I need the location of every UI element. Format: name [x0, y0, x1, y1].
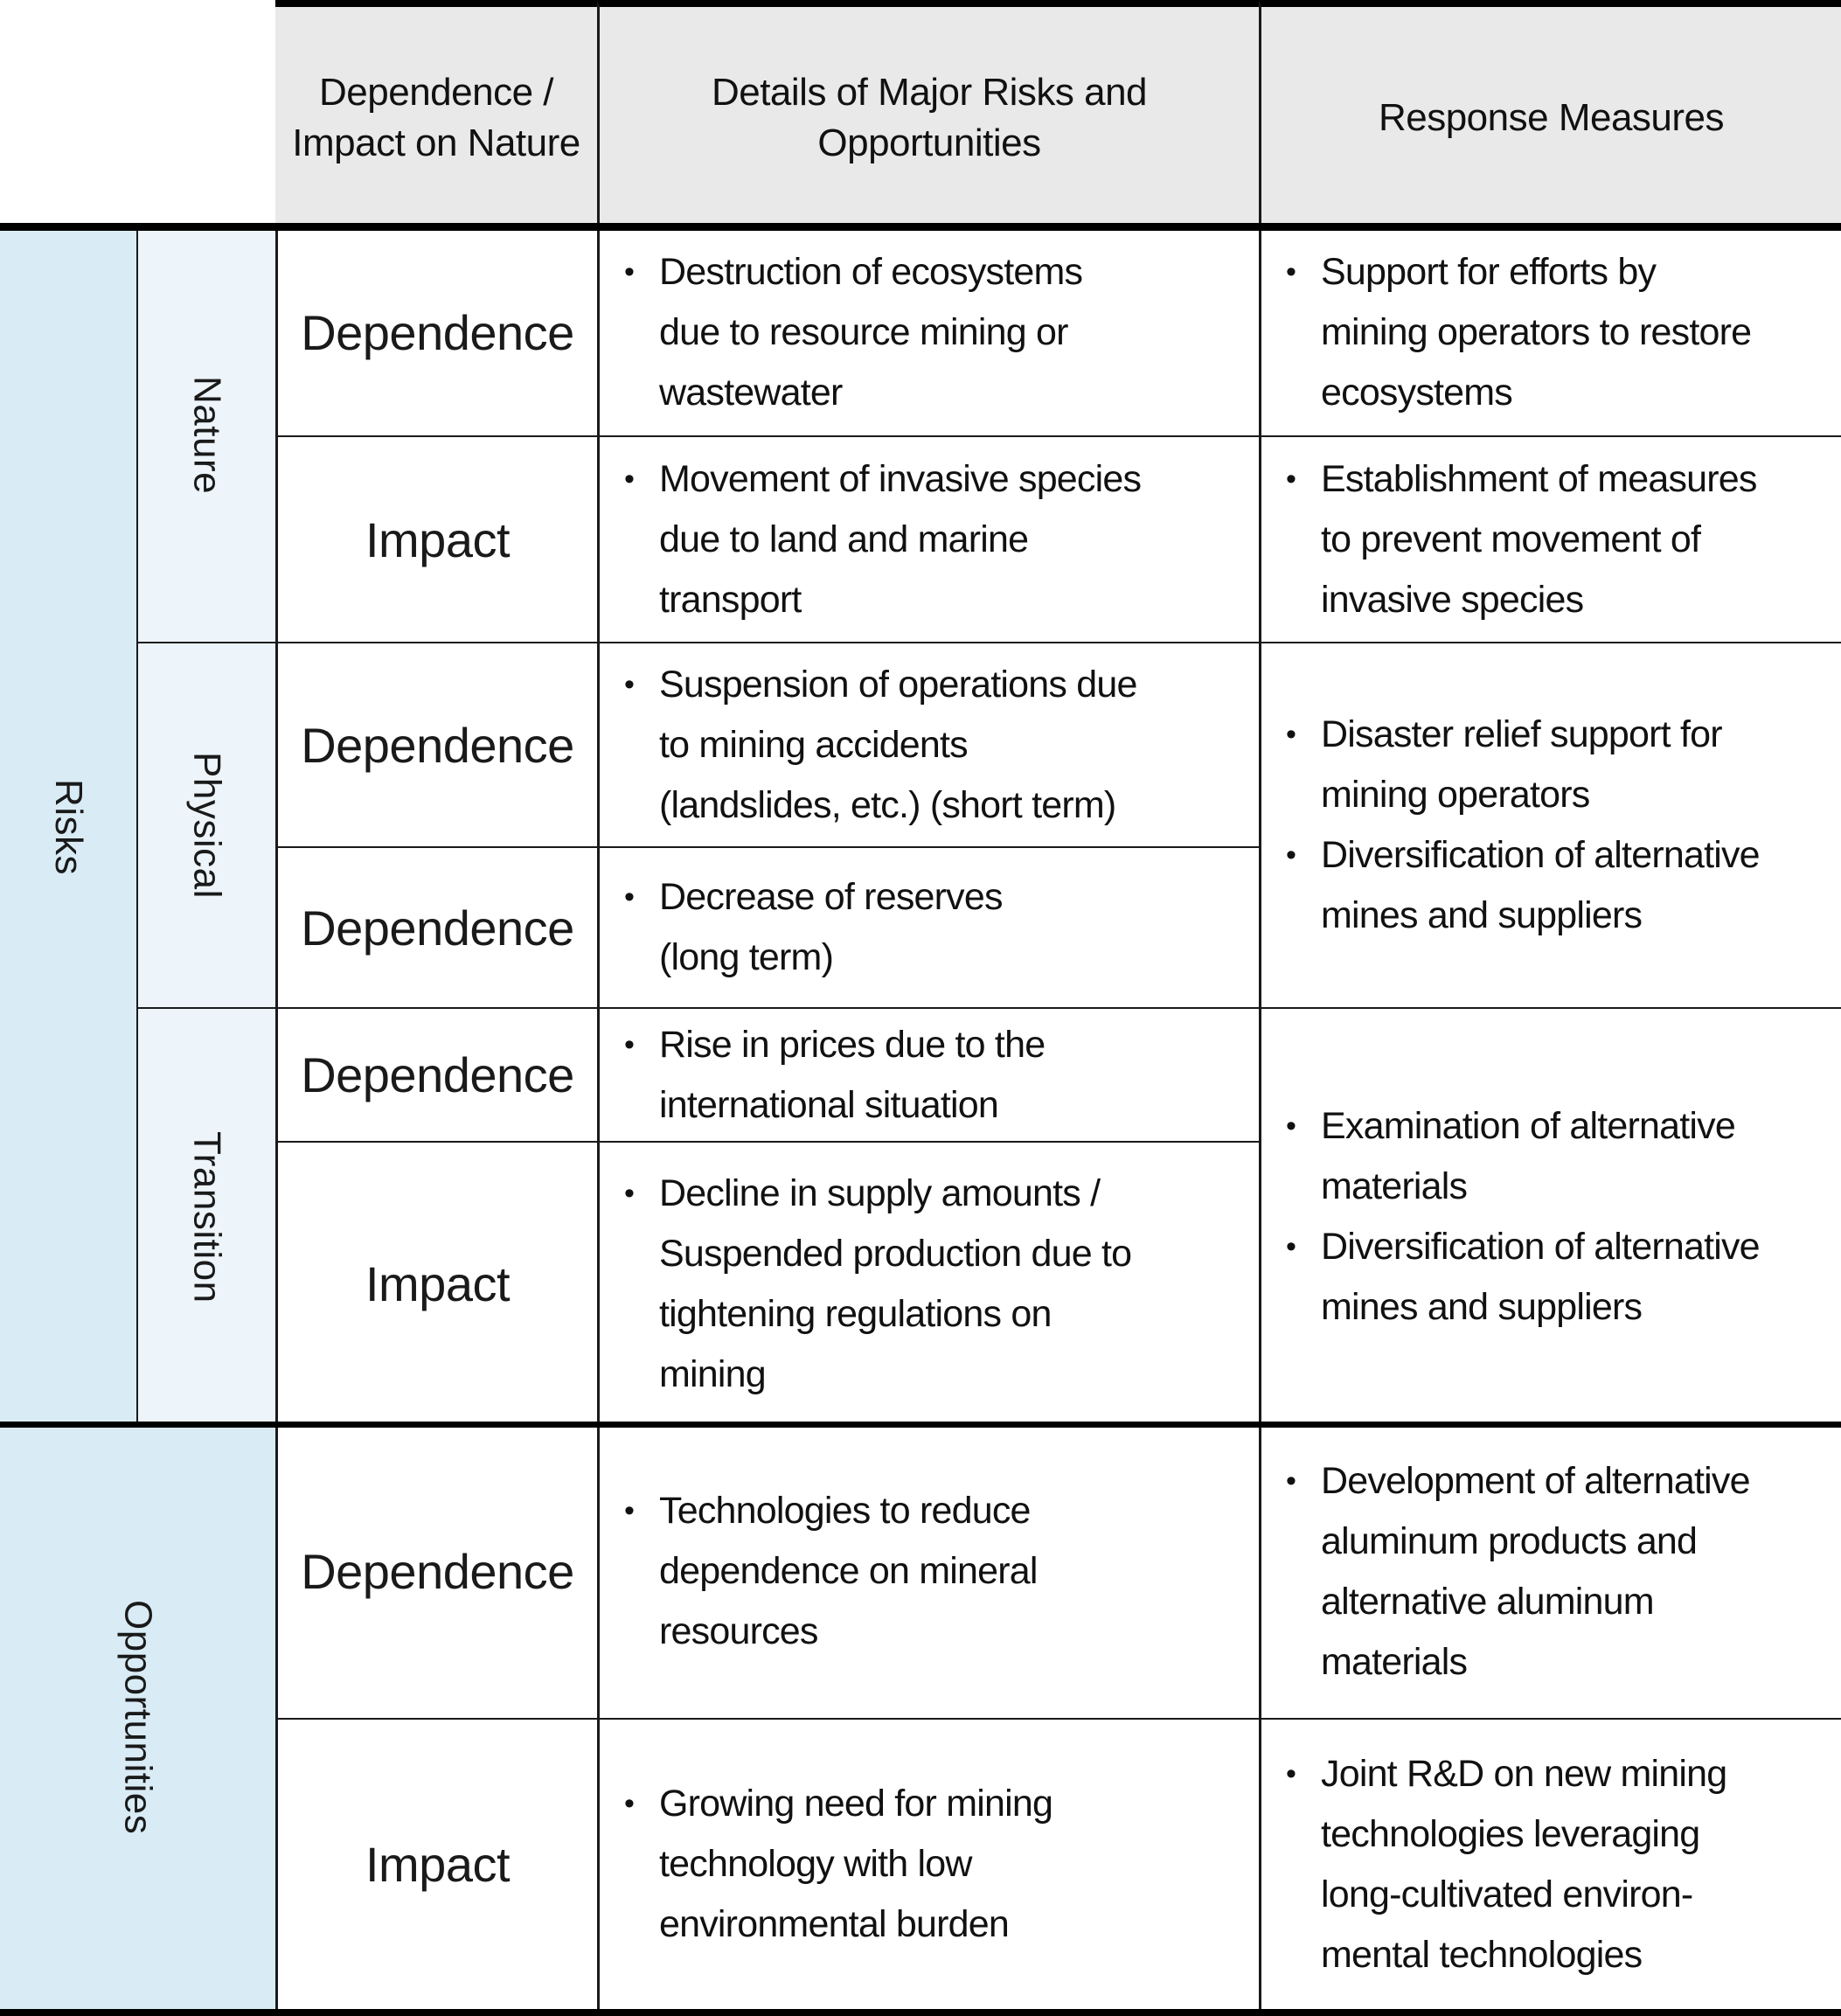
row-type-text: Dependence [301, 900, 574, 956]
bullet-icon: • [1286, 1230, 1296, 1263]
response-text: Disaster relief support for mining opera… [1321, 713, 1723, 816]
response-cell: • Support for efforts by mining operators… [1259, 229, 1841, 435]
detail-bullet-item: • Destruction of ecosystems due to resour… [621, 242, 1243, 423]
bullet-icon: • [624, 1787, 635, 1820]
detail-cell: • Technologies to reduce dependence on mi… [597, 1425, 1259, 1718]
response-bullet-item: • Diversification of alternative mines an… [1282, 1217, 1825, 1338]
response-cell-physical-merged: • Disaster relief support for mining oper… [1259, 642, 1841, 1007]
detail-cell: • Rise in prices due to the international… [597, 1007, 1259, 1141]
response-cell: • Establishment of measures to prevent mo… [1259, 435, 1841, 642]
response-text: Joint R&D on new mining technologies lev… [1321, 1752, 1727, 1976]
row-type-label: Dependence [275, 1425, 597, 1718]
detail-bullet-item: • Suspension of operations due to mining … [621, 655, 1243, 836]
response-cell-transition-merged: • Examination of alternative materials • D… [1259, 1007, 1841, 1425]
detail-cell: • Growing need for mining technology with… [597, 1718, 1259, 2009]
detail-cell: • Decrease of reserves (long term) [597, 846, 1259, 1007]
detail-bullet-item: • Growing need for mining technology with… [621, 1774, 1243, 1955]
risks-opportunities-divider-rule [0, 1422, 1841, 1428]
response-bullet-item: • Establishment of measures to prevent mo… [1282, 449, 1825, 630]
response-bullet-item: • Support for efforts by mining operators… [1282, 242, 1825, 423]
column-header-label: Details of Major Risks and Opportunities [711, 70, 1148, 164]
detail-text: Destruction of ecosystems due to resourc… [659, 250, 1083, 414]
row-type-text: Impact [365, 511, 511, 567]
section-label-opportunities: Opportunities [0, 1425, 275, 2009]
subsection-label-nature: Nature [136, 229, 275, 642]
subsection-label-physical: Physical [136, 642, 275, 1007]
section-label-text: Opportunities [116, 1599, 160, 1835]
bullet-icon: • [624, 880, 635, 914]
row-type-label: Impact [275, 435, 597, 642]
bullet-icon: • [1286, 838, 1296, 872]
detail-bullet-item: • Rise in prices due to the international… [621, 1015, 1243, 1136]
response-bullet-item: • Disaster relief support for mining oper… [1282, 705, 1825, 825]
row-type-label: Impact [275, 1718, 597, 2009]
row-type-label: Impact [275, 1141, 597, 1425]
column-header-response: Response Measures [1259, 0, 1841, 229]
section-label-text: Risks [47, 778, 90, 876]
detail-text: Rise in prices due to the international … [659, 1023, 1046, 1126]
response-bullet-item: • Joint R&D on new mining technologies le… [1282, 1744, 1825, 1985]
column-header-label: Response Measures [1378, 95, 1725, 139]
column-header-details: Details of Major Risks and Opportunities [597, 0, 1259, 229]
response-text: Diversification of alternative mines and… [1321, 834, 1761, 936]
bullet-icon: • [1286, 462, 1296, 496]
response-bullet-item: • Development of alternative aluminum pro… [1282, 1451, 1825, 1693]
subsection-label-text: Transition [185, 1130, 229, 1303]
response-cell: • Development of alternative aluminum pro… [1259, 1425, 1841, 1718]
bullet-icon: • [1286, 1463, 1296, 1498]
subsection-label-transition: Transition [136, 1007, 275, 1425]
row-type-label: Dependence [275, 1007, 597, 1141]
detail-cell: • Decline in supply amounts / Suspended p… [597, 1141, 1259, 1425]
bullet-icon: • [624, 1176, 635, 1210]
response-bullet-item: • Examination of alternative materials [1282, 1096, 1825, 1217]
row-type-text: Dependence [301, 1544, 574, 1599]
response-text: Examination of alternative materials [1321, 1105, 1736, 1207]
detail-cell: • Suspension of operations due to mining … [597, 642, 1259, 846]
row-type-text: Dependence [301, 717, 574, 773]
subsection-label-text: Physical [185, 752, 229, 899]
header-corner-spacer [0, 0, 275, 229]
detail-text: Technologies to reduce dependence on min… [659, 1490, 1038, 1652]
detail-text: Decrease of reserves (long term) [659, 876, 1003, 978]
row-type-text: Impact [365, 1256, 511, 1311]
response-cell: • Joint R&D on new mining technologies le… [1259, 1718, 1841, 2009]
row-type-text: Impact [365, 1837, 511, 1892]
bullet-icon: • [624, 667, 635, 701]
column-header-dependence-impact: Dependence / Impact on Nature [275, 0, 597, 229]
response-text: Establishment of measures to prevent mov… [1321, 457, 1757, 621]
detail-bullet-item: • Decline in supply amounts / Suspended p… [621, 1164, 1243, 1405]
column-header-label: Dependence / Impact on Nature [292, 70, 580, 164]
detail-text: Suspension of operations due to mining a… [659, 663, 1137, 826]
detail-bullet-item: • Technologies to reduce dependence on mi… [621, 1481, 1243, 1662]
response-text: Development of alternative aluminum prod… [1321, 1459, 1751, 1683]
row-type-label: Dependence [275, 229, 597, 435]
section-label-risks: Risks [0, 229, 136, 1425]
response-text: Diversification of alternative mines and… [1321, 1226, 1761, 1328]
subsection-label-text: Nature [185, 376, 229, 495]
detail-text: Decline in supply amounts / Suspended pr… [659, 1171, 1132, 1395]
bullet-icon: • [624, 254, 635, 288]
detail-text: Movement of invasive species due to land… [659, 457, 1142, 621]
table-bottom-rule [0, 2009, 1841, 2016]
response-text: Support for efforts by mining operators … [1321, 250, 1752, 414]
bullet-icon: • [624, 1494, 635, 1527]
bullet-icon: • [624, 1027, 635, 1061]
detail-bullet-item: • Movement of invasive species due to lan… [621, 449, 1243, 630]
bullet-icon: • [1286, 254, 1296, 288]
header-bottom-rule [0, 223, 1841, 231]
bullet-icon: • [1286, 718, 1296, 751]
detail-text: Growing need for mining technology with … [659, 1783, 1053, 1945]
detail-bullet-item: • Decrease of reserves (long term) [621, 867, 1243, 988]
response-bullet-item: • Diversification of alternative mines an… [1282, 825, 1825, 946]
detail-cell: • Movement of invasive species due to lan… [597, 435, 1259, 642]
row-type-label: Dependence [275, 642, 597, 846]
row-type-label: Dependence [275, 846, 597, 1007]
row-type-text: Dependence [301, 304, 574, 360]
bullet-icon: • [1286, 1756, 1296, 1790]
bullet-icon: • [1286, 1109, 1296, 1143]
row-type-text: Dependence [301, 1047, 574, 1102]
detail-cell: • Destruction of ecosystems due to resour… [597, 229, 1259, 435]
bullet-icon: • [624, 462, 635, 496]
